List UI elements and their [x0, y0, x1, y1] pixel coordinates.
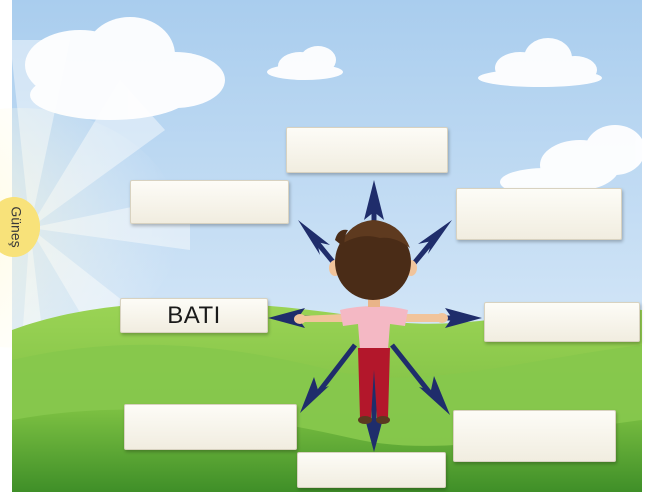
direction-box-east[interactable]: [484, 302, 640, 342]
direction-box-west[interactable]: BATI: [120, 298, 268, 333]
direction-box-south-west[interactable]: [124, 404, 297, 450]
sun-label-text: Güneş: [9, 206, 25, 247]
direction-box-north-east[interactable]: [456, 188, 622, 240]
direction-box-north[interactable]: [286, 127, 448, 173]
direction-box-south[interactable]: [297, 452, 446, 488]
sun-label: Güneş: [2, 197, 32, 257]
direction-box-north-west[interactable]: [130, 180, 289, 224]
direction-box-south-east[interactable]: [453, 410, 616, 462]
